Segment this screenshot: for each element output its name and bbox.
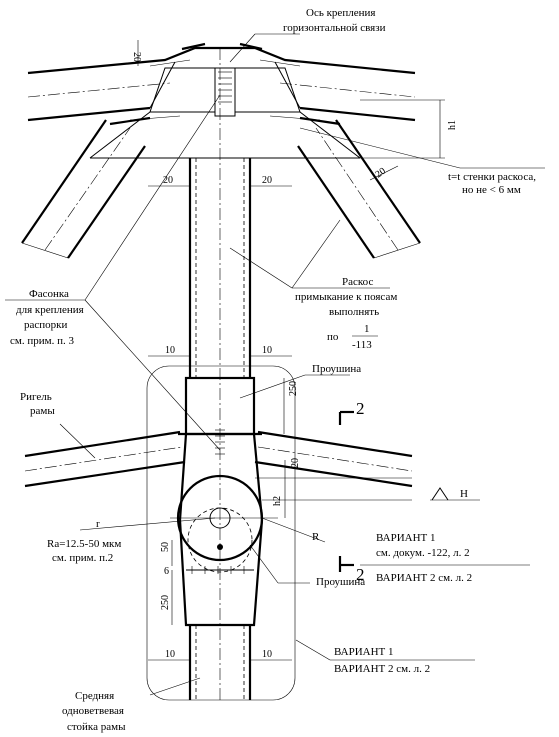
eye-plate-lower — [178, 519, 264, 627]
dim-h2: h2 — [272, 496, 283, 506]
brace-line1: Раскос — [342, 276, 373, 288]
dim-R: R — [312, 531, 320, 543]
dim-6: 6 — [164, 566, 169, 577]
dim-10-a: 10 — [165, 345, 175, 356]
drawing-labels: Ось крепления горизонтальной связи 20 h1… — [10, 7, 536, 733]
column-line1: Средняя — [75, 690, 114, 702]
gusset-line2: для крепления — [16, 304, 84, 316]
dim-10-b: 10 — [262, 345, 272, 356]
dim-h1: h1 — [447, 120, 458, 130]
dimension-lines — [5, 33, 545, 696]
column-line3: стойка рамы — [67, 721, 126, 733]
gusset-line4: см. прим. п. 3 — [10, 335, 74, 347]
dim-r: r — [96, 518, 100, 530]
thickness-line1: t=t стенки раскоса, — [448, 171, 536, 183]
axis-title-line2: горизонтальной связи — [283, 22, 386, 34]
dim-H: H — [460, 488, 468, 500]
dim-250-top: 250 — [288, 381, 299, 396]
variant-outline — [146, 365, 296, 701]
top-gusset — [89, 67, 361, 159]
top-chord — [27, 42, 416, 122]
section-2-top: 2 — [356, 399, 365, 418]
thickness-line2: но не < 6 мм — [462, 184, 521, 196]
column-lower — [188, 625, 252, 700]
dim-10-c: 10 — [165, 649, 175, 660]
dim-20-top: 20 — [131, 52, 142, 62]
eye-plate-top-label: Проушина — [312, 363, 361, 375]
column-upper — [188, 48, 252, 700]
gusset-line1: Фасонка — [29, 288, 69, 300]
dim-10-d: 10 — [262, 649, 272, 660]
eye-plate-upper — [178, 376, 264, 521]
dim-50: 50 — [160, 542, 171, 552]
dim-20-left: 20 — [163, 175, 173, 186]
gusset-line3: распорки — [24, 319, 67, 331]
section-2-bottom: 2 — [356, 565, 365, 584]
brace-frac-num: 1 — [364, 323, 370, 335]
crossbar-line2: рамы — [30, 405, 55, 417]
variant1-doc: см. докум. -122, л. 2 — [376, 547, 470, 559]
variant1-top: ВАРИАНТ 1 — [376, 532, 436, 544]
brace-line3: выполнять — [329, 306, 379, 318]
dim-20-mid: 20 — [262, 175, 272, 186]
crossbar-line1: Ригель — [20, 391, 52, 403]
dim-20-eye: 20 — [290, 458, 301, 468]
column-line2: одноветвевая — [62, 705, 124, 717]
roughness-line1: Ra=12.5-50 мкм — [47, 538, 121, 550]
right-brace — [297, 119, 421, 259]
variant2-bottom: ВАРИАНТ 2 см. л. 2 — [334, 663, 430, 675]
eye-plate-bottom-label: Проушина — [316, 576, 365, 588]
axis-title-line1: Ось крепления — [306, 7, 375, 19]
variant2-top: ВАРИАНТ 2 см. л. 2 — [376, 572, 472, 584]
brace-frac-den: -113 — [352, 339, 372, 351]
dim-250-bottom: 250 — [160, 595, 171, 610]
brace-po: по — [327, 331, 339, 343]
roughness-line2: см. прим. п.2 — [52, 552, 113, 564]
brace-line2: примыкание к поясам — [295, 291, 397, 303]
variant1-bottom: ВАРИАНТ 1 — [334, 646, 394, 658]
left-brace — [21, 119, 146, 259]
